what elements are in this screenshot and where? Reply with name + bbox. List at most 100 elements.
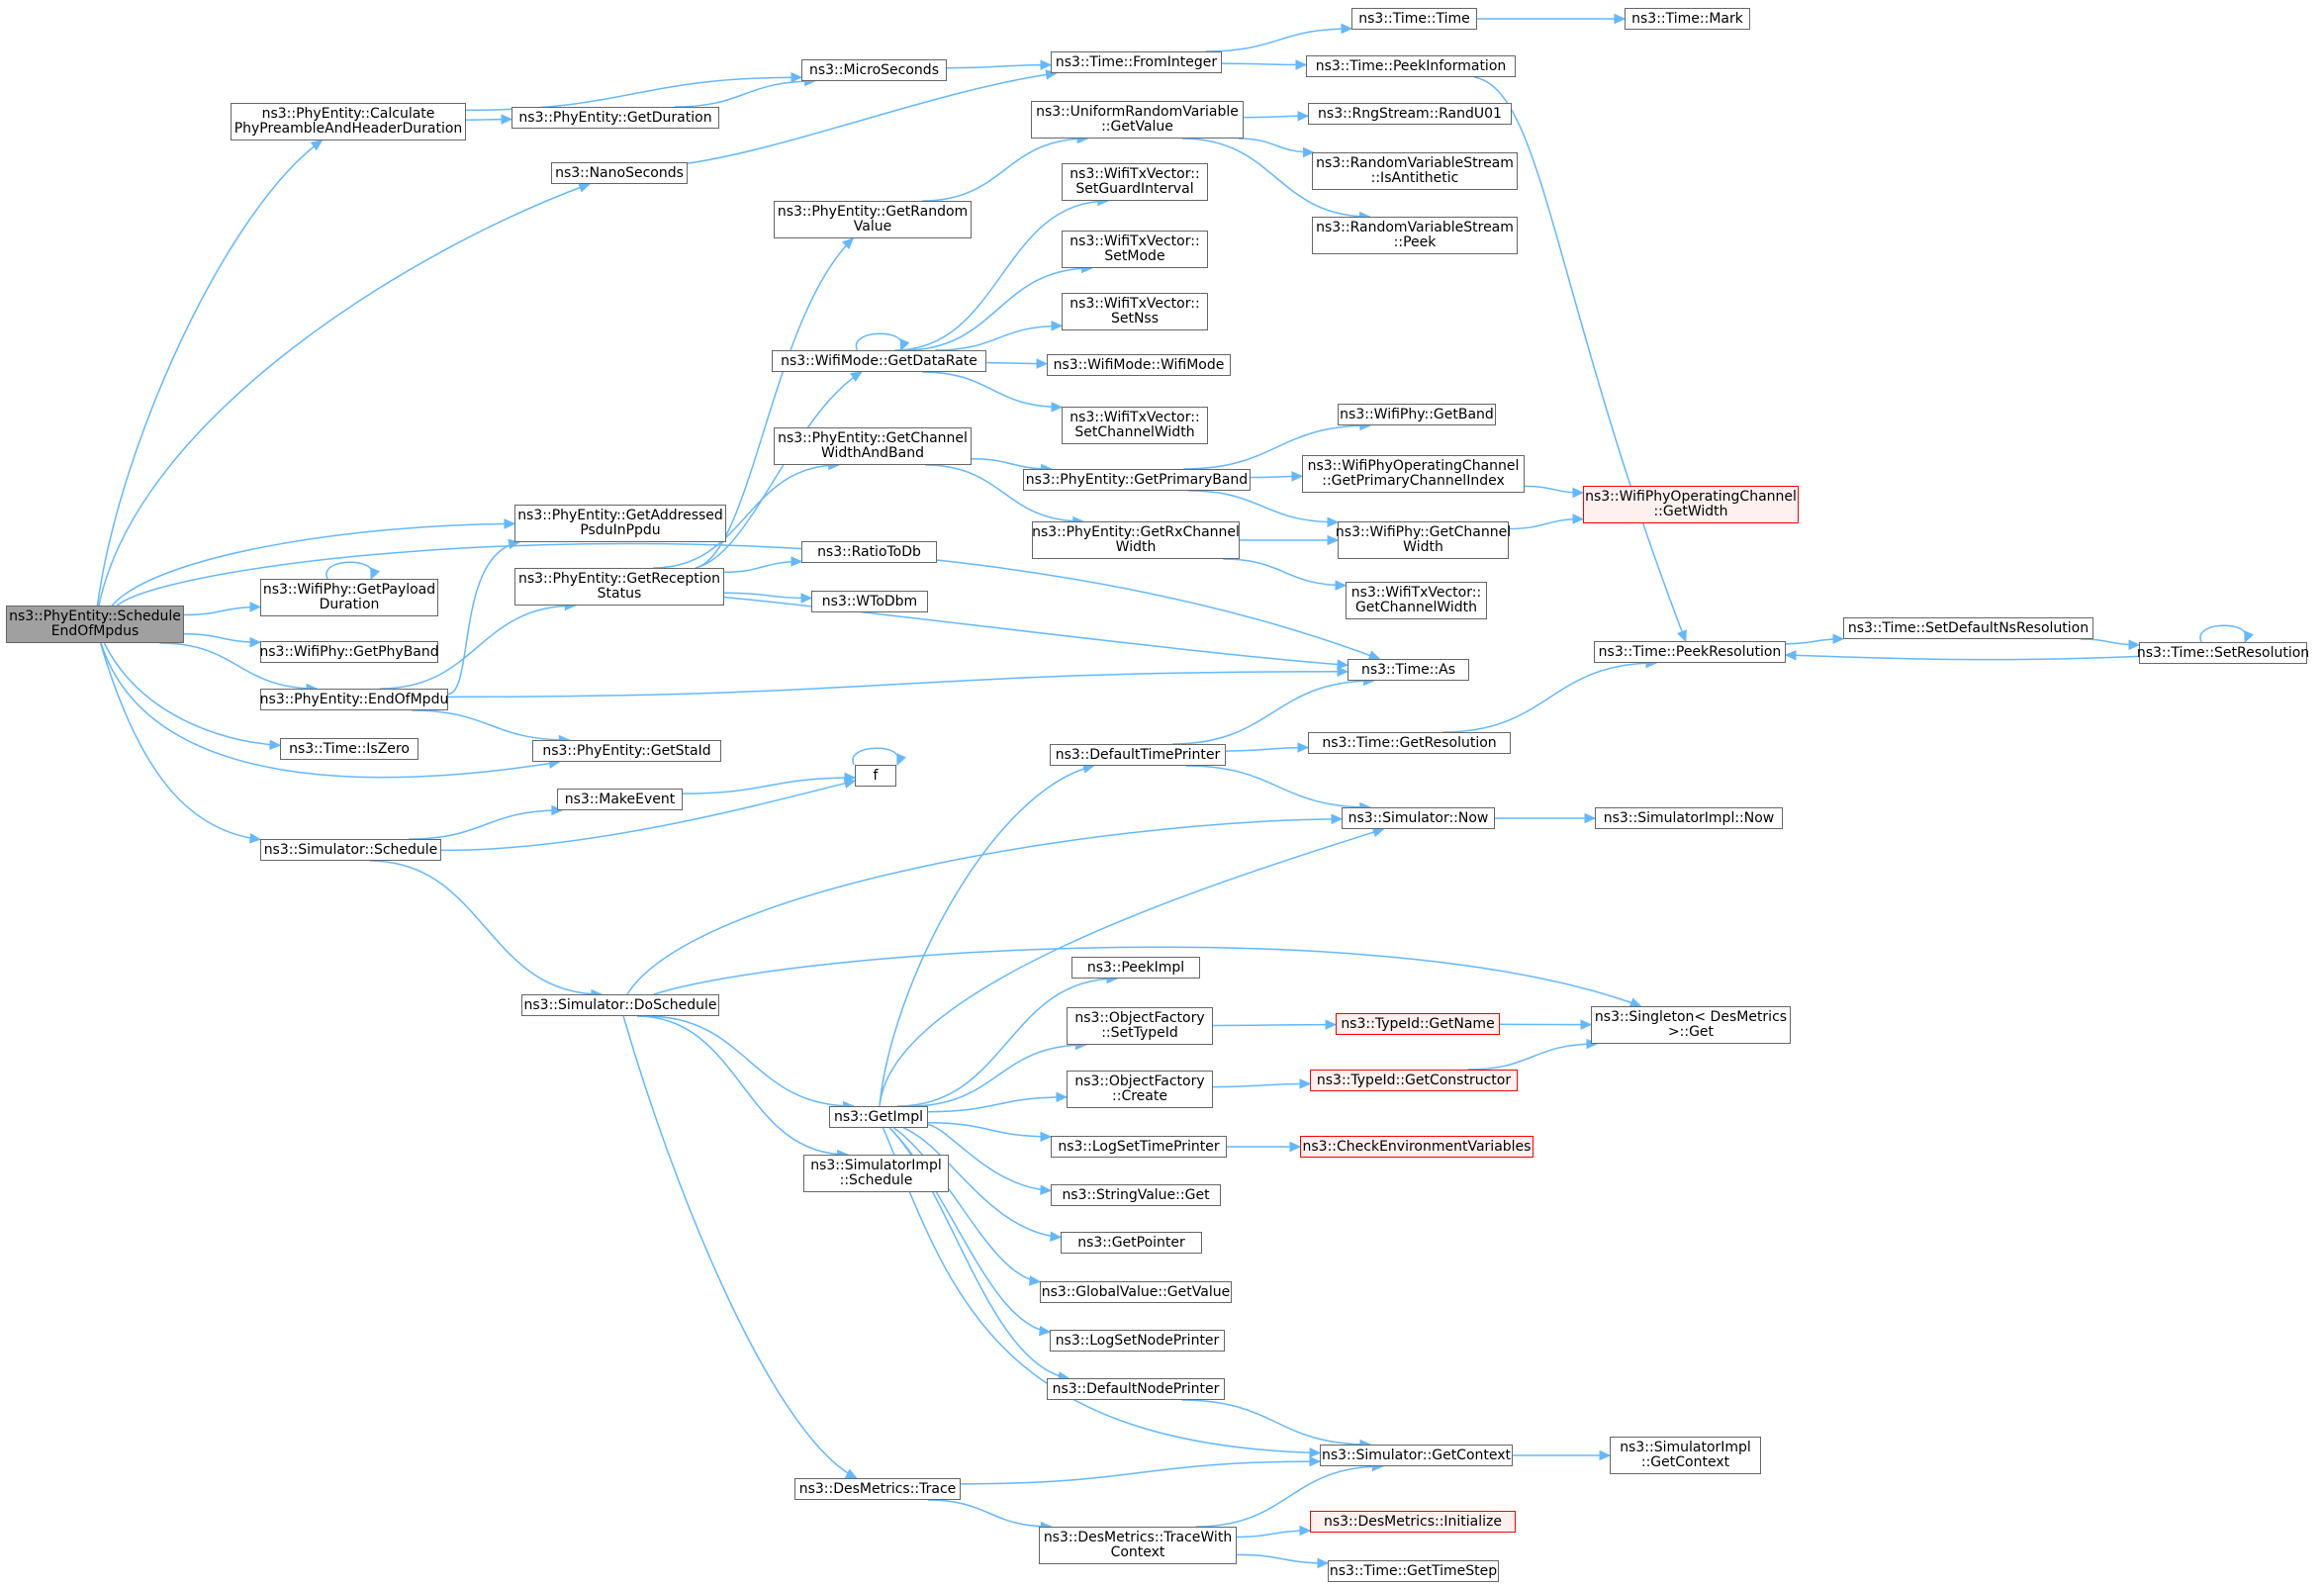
graph-node-setNss[interactable]: ns3::WifiTxVector:: SetNss bbox=[1062, 293, 1208, 330]
graph-node-simSched[interactable]: ns3::Simulator::Schedule bbox=[260, 839, 441, 861]
graph-node-nano[interactable]: ns3::NanoSeconds bbox=[551, 162, 688, 184]
graph-node-isZero[interactable]: ns3::Time::IsZero bbox=[280, 738, 418, 760]
edge-defTimePr-to-getRes bbox=[1225, 742, 1310, 753]
graph-node-getCtor[interactable]: ns3::TypeId::GetConstructor bbox=[1310, 1070, 1518, 1091]
graph-node-timeAs[interactable]: ns3::Time::As bbox=[1348, 659, 1469, 681]
graph-node-getBand[interactable]: ns3::WifiPhy::GetBand bbox=[1338, 404, 1496, 425]
graph-node-setRes[interactable]: ns3::Time::SetResolution bbox=[2137, 642, 2309, 664]
graph-node-setChW[interactable]: ns3::WifiTxVector:: SetChannelWidth bbox=[1062, 407, 1208, 444]
graph-node-getRxChW[interactable]: ns3::PhyEntity::GetRxChannel Width bbox=[1032, 521, 1240, 559]
graph-node-fromInt[interactable]: ns3::Time::FromInteger bbox=[1051, 51, 1222, 73]
graph-node-getDuration[interactable]: ns3::PhyEntity::GetDuration bbox=[511, 107, 719, 129]
graph-node-dmTrace[interactable]: ns3::DesMetrics::Trace bbox=[794, 1478, 961, 1500]
graph-node-getTimeStep[interactable]: ns3::Time::GetTimeStep bbox=[1328, 1560, 1499, 1582]
graph-node-singleton[interactable]: ns3::Singleton< DesMetrics >::Get bbox=[1591, 1006, 1791, 1044]
edge-primIdx-to-opGetWidth bbox=[1524, 485, 1585, 499]
graph-node-checkEnv[interactable]: ns3::CheckEnvironmentVariables bbox=[1300, 1136, 1534, 1158]
graph-node-wifiMode[interactable]: ns3::WifiMode::WifiMode bbox=[1047, 354, 1231, 376]
edge-getCtor-to-singleton bbox=[1467, 1038, 1599, 1071]
graph-node-rand01[interactable]: ns3::RngStream::RandU01 bbox=[1308, 103, 1512, 125]
graph-node-isAnti[interactable]: ns3::RandomVariableStream ::IsAntithetic bbox=[1312, 152, 1518, 190]
graph-node-wToDbm[interactable]: ns3::WToDbm bbox=[811, 591, 928, 612]
graph-node-dmTraceCtx[interactable]: ns3::DesMetrics::TraceWith Context bbox=[1039, 1527, 1237, 1564]
graph-node-getChWB[interactable]: ns3::PhyEntity::GetChannel WidthAndBand bbox=[774, 427, 972, 465]
graph-node-getPrimBand[interactable]: ns3::PhyEntity::GetPrimaryBand bbox=[1023, 469, 1251, 491]
graph-node-implNow[interactable]: ns3::SimulatorImpl::Now bbox=[1595, 807, 1783, 829]
graph-node-getRes[interactable]: ns3::Time::GetResolution bbox=[1308, 732, 1511, 754]
graph-node-getStaId[interactable]: ns3::PhyEntity::GetStaId bbox=[532, 740, 721, 762]
graph-node-ratioDb[interactable]: ns3::RatioToDb bbox=[801, 541, 937, 563]
edge-getPrimBand-to-phyGetChW bbox=[1188, 490, 1340, 528]
graph-node-simNow[interactable]: ns3::Simulator::Now bbox=[1342, 807, 1495, 829]
graph-node-ofCreate[interactable]: ns3::ObjectFactory ::Create bbox=[1067, 1071, 1213, 1108]
graph-node-timeMark[interactable]: ns3::Time::Mark bbox=[1625, 8, 1750, 30]
edge-dmTrace-to-simGetCtx bbox=[960, 1455, 1322, 1485]
graph-node-endMpdu[interactable]: ns3::PhyEntity::EndOfMpdu bbox=[260, 689, 448, 710]
graph-node-getPtr[interactable]: ns3::GetPointer bbox=[1061, 1232, 1202, 1254]
edge-logSetTime-to-checkEnv bbox=[1227, 1141, 1302, 1153]
graph-node-peekRes[interactable]: ns3::Time::PeekResolution bbox=[1594, 641, 1786, 663]
graph-node-implSched[interactable]: ns3::SimulatorImpl ::Schedule bbox=[803, 1155, 949, 1192]
graph-node-rvsPeek[interactable]: ns3::RandomVariableStream ::Peek bbox=[1312, 217, 1518, 254]
edge-urvGet-to-rand01 bbox=[1243, 110, 1310, 122]
edge-dmTrace-to-dmTraceCtx bbox=[927, 1499, 1053, 1533]
graph-node-getDataRate[interactable]: ns3::WifiMode::GetDataRate bbox=[772, 350, 986, 372]
edge-doSched-to-simNow bbox=[626, 813, 1344, 995]
edge-simSched-to-doSched bbox=[369, 860, 604, 1000]
edge-peekRes-to-setDefNs bbox=[1785, 633, 1845, 645]
edge-setDefNs-to-setRes bbox=[2080, 638, 2141, 651]
graph-node-primIdx[interactable]: ns3::WifiPhyOperatingChannel ::GetPrimar… bbox=[1302, 455, 1525, 493]
edge-getImpl-to-ofCreate bbox=[927, 1091, 1069, 1113]
graph-node-setGuard[interactable]: ns3::WifiTxVector:: SetGuardInterval bbox=[1062, 163, 1208, 201]
graph-node-simGetCtx[interactable]: ns3::Simulator::GetContext bbox=[1320, 1445, 1513, 1466]
edge-fromInt-to-timeTime bbox=[1205, 23, 1353, 52]
graph-node-makeEvent[interactable]: ns3::MakeEvent bbox=[557, 789, 683, 810]
edge-defNodePr-to-simGetCtx bbox=[1181, 1399, 1372, 1450]
graph-node-implGetCtx[interactable]: ns3::SimulatorImpl ::GetContext bbox=[1610, 1437, 1761, 1474]
graph-node-getImpl[interactable]: ns3::GetImpl bbox=[829, 1106, 928, 1128]
graph-node-defTimePr[interactable]: ns3::DefaultTimePrinter bbox=[1050, 744, 1226, 766]
edge-getRxChW-to-phyGetChW bbox=[1240, 534, 1340, 546]
edge-getImpl-to-logSetTime bbox=[927, 1121, 1053, 1143]
graph-node-micro[interactable]: ns3::MicroSeconds bbox=[801, 59, 947, 81]
graph-node-txGetChW[interactable]: ns3::WifiTxVector:: GetChannelWidth bbox=[1346, 582, 1487, 619]
graph-node-getName[interactable]: ns3::TypeId::GetName bbox=[1336, 1013, 1500, 1035]
edge-getRxChW-to-txGetChW bbox=[1223, 558, 1348, 591]
edge-getImpl-to-defTimePr bbox=[879, 763, 1095, 1107]
graph-node-peekInfo[interactable]: ns3::Time::PeekInformation bbox=[1306, 55, 1516, 77]
graph-node-setDefNs[interactable]: ns3::Time::SetDefaultNsResolution bbox=[1843, 617, 2093, 639]
graph-node-peekImpl[interactable]: ns3::PeekImpl bbox=[1071, 957, 1200, 979]
graph-node-calcPre[interactable]: ns3::PhyEntity::Calculate PhyPreambleAnd… bbox=[231, 103, 466, 140]
edge-ofCreate-to-getCtor bbox=[1212, 1078, 1312, 1089]
graph-node-root[interactable]: ns3::PhyEntity::Schedule EndOfMpdus bbox=[6, 606, 184, 643]
graph-node-defNodePr[interactable]: ns3::DefaultNodePrinter bbox=[1047, 1378, 1225, 1400]
edge-simGetCtx-to-implGetCtx bbox=[1512, 1449, 1612, 1461]
edge-root-to-calcPre bbox=[96, 140, 324, 607]
graph-node-dmInit[interactable]: ns3::DesMetrics::Initialize bbox=[1310, 1511, 1516, 1533]
graph-node-phyBand[interactable]: ns3::WifiPhy::GetPhyBand bbox=[259, 641, 439, 663]
graph-node-logSetTime[interactable]: ns3::LogSetTimePrinter bbox=[1051, 1136, 1227, 1158]
graph-node-getAddr[interactable]: ns3::PhyEntity::GetAddressed PsduInPpdu bbox=[514, 505, 726, 542]
graph-node-gvGet[interactable]: ns3::GlobalValue::GetValue bbox=[1040, 1281, 1232, 1303]
graph-node-opGetWidth[interactable]: ns3::WifiPhyOperatingChannel ::GetWidth bbox=[1583, 486, 1799, 523]
edge-getImpl-to-getPtr bbox=[903, 1127, 1063, 1242]
graph-node-logSetNode[interactable]: ns3::LogSetNodePrinter bbox=[1050, 1330, 1225, 1352]
edge-getImpl-to-simGetCtx bbox=[882, 1127, 1322, 1458]
edge-makeEvent-to-f bbox=[682, 772, 857, 794]
edge-nano-to-fromInt bbox=[687, 69, 1058, 164]
graph-node-ofSetType[interactable]: ns3::ObjectFactory ::SetTypeId bbox=[1067, 1007, 1213, 1045]
graph-node-setMode[interactable]: ns3::WifiTxVector:: SetMode bbox=[1062, 231, 1208, 268]
edge-getDataRate-to-setChW bbox=[922, 371, 1064, 413]
graph-node-timeTime[interactable]: ns3::Time::Time bbox=[1351, 8, 1477, 30]
graph-node-doSched[interactable]: ns3::Simulator::DoSchedule bbox=[521, 994, 719, 1016]
edge-getPrimBand-to-primIdx bbox=[1250, 471, 1304, 482]
graph-node-strGet[interactable]: ns3::StringValue::Get bbox=[1051, 1184, 1221, 1206]
graph-node-phyGetChW[interactable]: ns3::WifiPhy::GetChannel Width bbox=[1336, 521, 1511, 559]
graph-node-recStatus[interactable]: ns3::PhyEntity::GetReception Status bbox=[514, 568, 724, 606]
graph-node-payload[interactable]: ns3::WifiPhy::GetPayload Duration bbox=[260, 579, 438, 616]
graph-node-f[interactable]: f bbox=[855, 765, 896, 787]
edge-getDataRate-to-getDataRate bbox=[855, 332, 910, 352]
edge-calcPre-to-getDuration bbox=[465, 114, 513, 125]
graph-node-urvGet[interactable]: ns3::UniformRandomVariable ::GetValue bbox=[1031, 101, 1244, 139]
graph-node-getRandom[interactable]: ns3::PhyEntity::GetRandom Value bbox=[774, 201, 972, 238]
